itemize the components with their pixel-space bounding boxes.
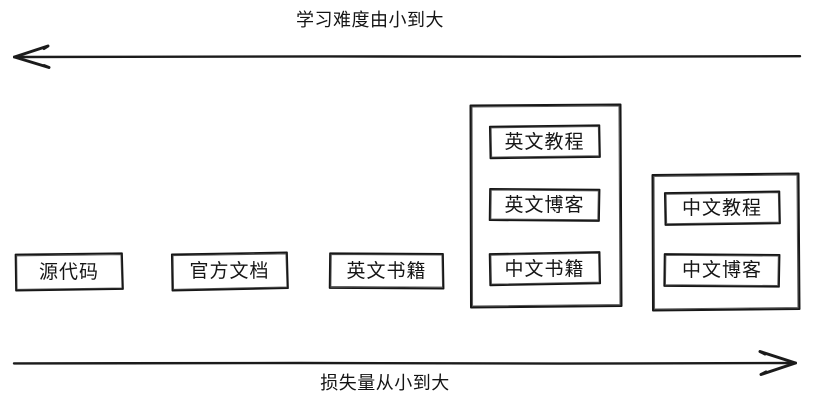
node-english-blog[interactable]: 英文博客 — [488, 187, 601, 223]
sketch-border — [488, 251, 602, 287]
bottom-axis-label: 损失量从小到大 — [320, 373, 450, 394]
node-english-books[interactable]: 英文书籍 — [328, 251, 445, 291]
sketch-border — [14, 252, 124, 292]
group-chinese-group[interactable]: 中文教程 中文博客 — [650, 172, 801, 312]
group-english-group[interactable]: 英文教程 英文博客 中文书籍 — [468, 103, 623, 309]
node-label: 官方文档 — [189, 260, 270, 282]
sketch-border — [170, 251, 289, 292]
sketch-border — [469, 103, 623, 309]
node-label: 源代码 — [38, 260, 99, 283]
sketch-border — [663, 253, 781, 288]
node-label: 英文博客 — [504, 193, 585, 216]
difficulty-axis-arrow — [13, 44, 802, 69]
node-label: 中文书籍 — [504, 257, 585, 280]
sketch-border — [328, 252, 445, 290]
node-label: 英文教程 — [504, 130, 585, 153]
node-english-tutorial[interactable]: 英文教程 — [488, 124, 601, 160]
node-source-code[interactable]: 源代码 — [14, 252, 124, 292]
node-label: 中文教程 — [681, 197, 762, 219]
sketch-border — [488, 124, 601, 160]
node-chinese-blog[interactable]: 中文博客 — [663, 252, 781, 289]
node-chinese-books[interactable]: 中文书籍 — [488, 251, 602, 287]
sketch-border — [651, 172, 801, 312]
node-label: 中文博客 — [681, 259, 762, 281]
node-chinese-tutorial[interactable]: 中文教程 — [663, 190, 781, 227]
sketch-border — [488, 187, 601, 222]
top-axis-label: 学习难度由小到大 — [296, 10, 444, 31]
sketch-border — [663, 190, 781, 226]
node-official-docs[interactable]: 官方文档 — [170, 251, 289, 292]
node-label: 英文书籍 — [346, 259, 427, 282]
